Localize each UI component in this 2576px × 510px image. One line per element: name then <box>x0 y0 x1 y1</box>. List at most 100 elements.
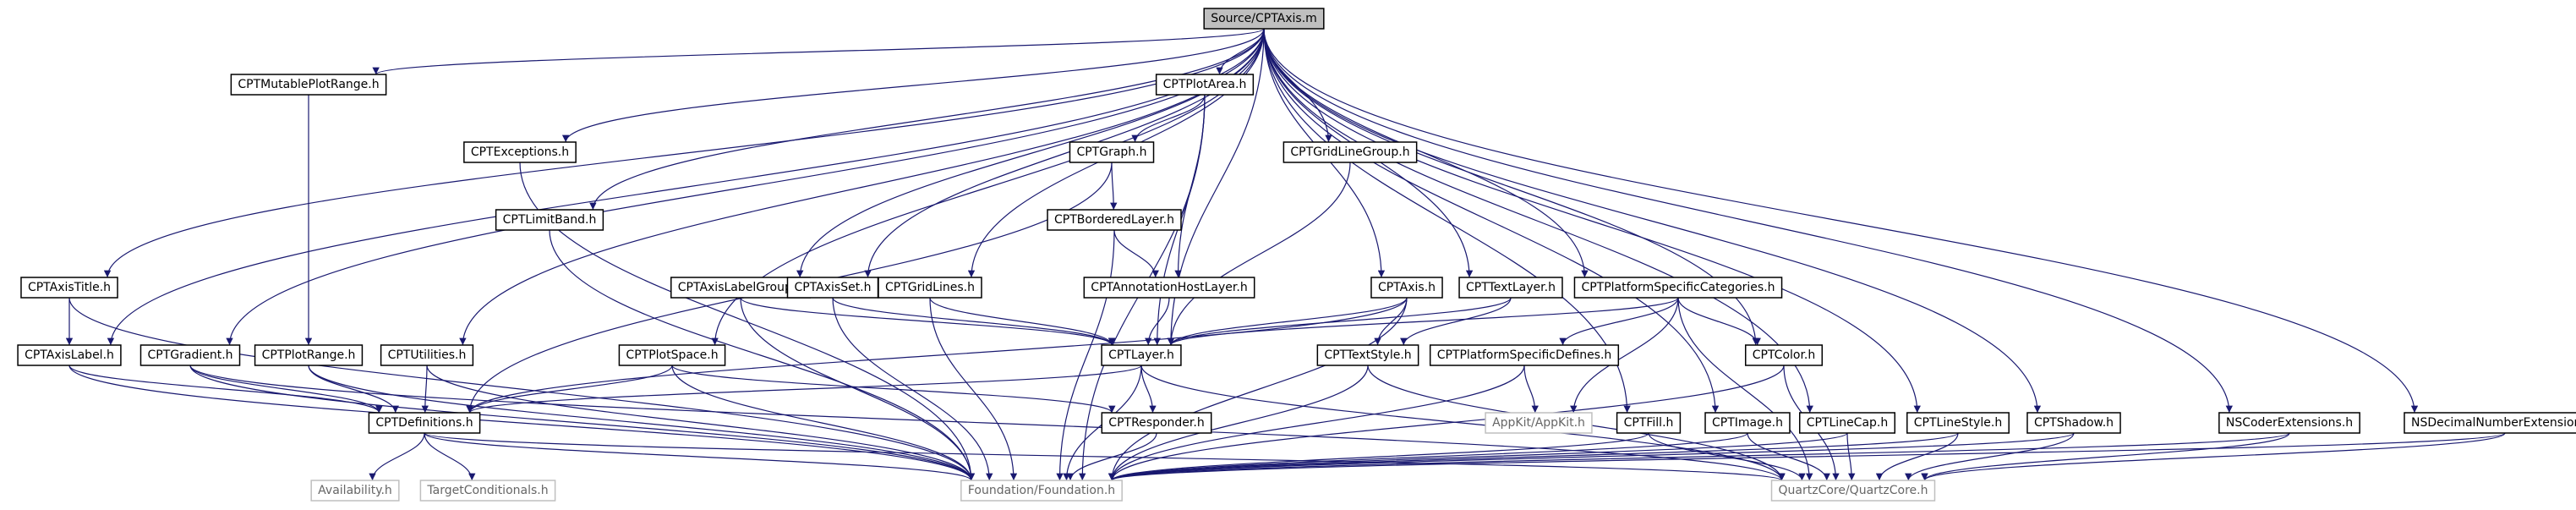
node-textlayer[interactable]: CPTTextLayer.h <box>1458 277 1563 299</box>
node-box <box>1770 480 1936 502</box>
node-root[interactable]: Source/CPTAxis.m <box>1203 8 1325 30</box>
node-plotrange[interactable]: CPTPlotRange.h <box>254 344 364 366</box>
node-box <box>2218 412 2360 434</box>
node-nscoder[interactable]: NSCoderExtensions.h <box>2218 412 2360 434</box>
node-box <box>1083 277 1255 299</box>
node-box <box>1616 412 1682 434</box>
edge-plotspace-to-foundation <box>671 365 975 481</box>
edge-axislabel-to-definitions <box>68 365 383 414</box>
node-box <box>17 344 122 366</box>
edge-root-to-axislabelgroup <box>796 28 1265 278</box>
edge-shadow-to-foundation <box>1108 432 2075 481</box>
node-label: CPTPlatformSpecificCategories.h <box>1581 281 1775 294</box>
node-gridlines[interactable]: CPTGridLines.h <box>878 277 982 299</box>
edge-gradient-to-definitions <box>189 365 383 414</box>
node-platdefs[interactable]: CPTPlatformSpecificDefines.h <box>1429 344 1620 366</box>
node-label: CPTExceptions.h <box>471 145 569 159</box>
node-box <box>1704 412 1791 434</box>
edge-linestyle-to-quartz <box>1875 432 1959 481</box>
node-label: Source/CPTAxis.m <box>1211 12 1317 25</box>
node-limitband[interactable]: CPTLimitBand.h <box>495 209 604 231</box>
node-axisset[interactable]: CPTAxisSet.h <box>786 277 879 299</box>
edge-textlayer-to-textstyle <box>1400 297 1512 346</box>
edge-root-to-image <box>1263 28 1720 414</box>
node-box <box>1203 8 1325 30</box>
node-quartz: QuartzCore/QuartzCore.h <box>1770 480 1936 502</box>
node-platcats[interactable]: CPTPlatformSpecificCategories.h <box>1573 277 1783 299</box>
node-appkit: AppKit/AppKit.h <box>1485 412 1593 434</box>
edge-gridlinegroup-to-layer <box>1167 162 1351 346</box>
node-textstyle[interactable]: CPTTextStyle.h <box>1316 344 1419 366</box>
edge-axislabel-to-foundation <box>68 365 975 481</box>
edge-axisset-to-foundation <box>832 297 993 481</box>
node-plotarea[interactable]: CPTPlotArea.h <box>1155 74 1255 96</box>
node-label: CPTLayer.h <box>1108 348 1174 362</box>
edge-textstyle-to-foundation <box>1108 365 1369 481</box>
node-layer[interactable]: CPTLayer.h <box>1101 344 1182 366</box>
node-definitions[interactable]: CPTDefinitions.h <box>368 412 481 434</box>
node-box <box>368 412 481 434</box>
node-annotation[interactable]: CPTAnnotationHostLayer.h <box>1083 277 1255 299</box>
node-fill[interactable]: CPTFill.h <box>1616 412 1682 434</box>
edge-textlayer-to-layer <box>1167 297 1512 346</box>
node-plotspace[interactable]: CPTPlotSpace.h <box>618 344 726 366</box>
node-box <box>960 480 1123 502</box>
node-linecap[interactable]: CPTLineCap.h <box>1798 412 1896 434</box>
node-label: CPTPlotArea.h <box>1163 78 1247 91</box>
node-label: CPTAxisTitle.h <box>28 281 111 294</box>
node-label: CPTGradient.h <box>147 348 232 362</box>
edge-axisset-to-layer <box>832 297 1116 346</box>
node-linestyle[interactable]: CPTLineStyle.h <box>1906 412 2010 434</box>
node-label: CPTLineCap.h <box>1807 416 1889 430</box>
node-exceptions[interactable]: CPTExceptions.h <box>463 141 577 163</box>
node-axislabel[interactable]: CPTAxisLabel.h <box>17 344 122 366</box>
node-box <box>1101 344 1182 366</box>
node-label: CPTTextStyle.h <box>1324 348 1411 362</box>
edge-image-to-foundation <box>1108 432 1748 481</box>
node-color[interactable]: CPTColor.h <box>1744 344 1824 366</box>
edge-linecap-to-foundation <box>1108 432 1848 481</box>
edge-axistitle-to-foundation <box>68 297 975 481</box>
edge-bordered-to-foundation <box>1056 229 1115 481</box>
edge-limitband-to-foundation <box>549 229 975 481</box>
node-box <box>495 209 604 231</box>
node-gridlinegroup[interactable]: CPTGridLineGroup.h <box>1283 141 1418 163</box>
node-label: CPTAnnotationHostLayer.h <box>1091 281 1247 294</box>
edge-platcats-to-platdefs <box>1559 297 1679 346</box>
edge-platcats-to-appkit <box>1570 297 1679 414</box>
node-gradient[interactable]: CPTGradient.h <box>139 344 241 366</box>
edge-root-to-linestyle <box>1263 28 1921 414</box>
node-label: CPTAxisLabel.h <box>25 348 114 362</box>
node-label: AppKit/AppKit.h <box>1492 416 1585 430</box>
node-box <box>2404 412 2576 434</box>
edge-gradient-to-foundation <box>189 365 975 481</box>
node-label: NSDecimalNumberExtensions.h <box>2411 416 2576 430</box>
node-box <box>1573 277 1783 299</box>
node-label: CPTGridLineGroup.h <box>1290 145 1409 159</box>
edge-root-to-axisset <box>864 28 1265 278</box>
node-label: CPTLineStyle.h <box>1914 416 2002 430</box>
node-box <box>1429 344 1620 366</box>
node-axistitle[interactable]: CPTAxisTitle.h <box>20 277 118 299</box>
node-box <box>1798 412 1896 434</box>
node-image[interactable]: CPTImage.h <box>1704 412 1791 434</box>
node-shadow[interactable]: CPTShadow.h <box>2026 412 2121 434</box>
node-axis[interactable]: CPTAxis.h <box>1370 277 1443 299</box>
node-responder[interactable]: CPTResponder.h <box>1101 412 1212 434</box>
node-box <box>20 277 118 299</box>
edge-plotspace-to-definitions <box>466 365 673 414</box>
edge-gridlines-to-foundation <box>929 297 1018 481</box>
node-mutable[interactable]: CPTMutablePlotRange.h <box>230 74 387 96</box>
node-bordered[interactable]: CPTBorderedLayer.h <box>1047 209 1182 231</box>
node-box <box>419 480 556 502</box>
node-graph[interactable]: CPTGraph.h <box>1069 141 1155 163</box>
edge-utilities-to-definitions <box>421 365 429 414</box>
node-box <box>139 344 241 366</box>
node-box <box>1485 412 1593 434</box>
node-box <box>1458 277 1563 299</box>
edge-linestyle-to-foundation <box>1108 432 1959 481</box>
node-utilities[interactable]: CPTUtilities.h <box>380 344 474 366</box>
node-nsdecimal[interactable]: NSDecimalNumberExtensions.h <box>2404 412 2576 434</box>
node-label: CPTAxis.h <box>1378 281 1436 294</box>
